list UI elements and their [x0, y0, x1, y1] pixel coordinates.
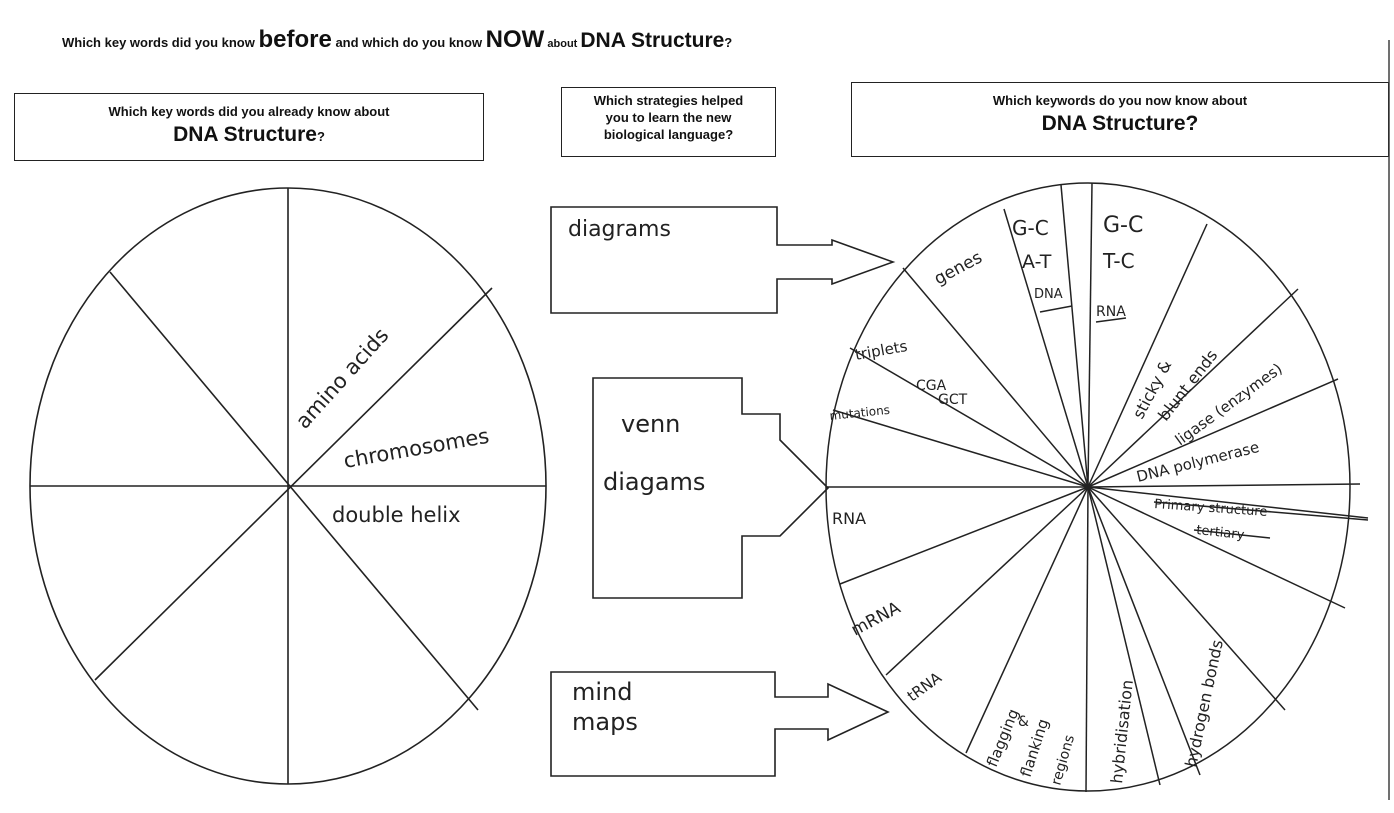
- title-question-mark: ?: [724, 35, 733, 50]
- strategy-arrows: [550, 206, 896, 777]
- strategies-prompt-line: Which strategies helped: [593, 93, 744, 108]
- strategy-diagrams-2: diagams: [603, 468, 705, 496]
- wheel-divider: [902, 267, 1089, 488]
- keyword-t-c: T-C: [1102, 249, 1135, 273]
- wheel-divider: [1087, 378, 1339, 488]
- wheel-divider: [1087, 486, 1286, 711]
- before-prompt-topic: DNA Structure: [173, 123, 317, 146]
- arrow-venn-diagrams: [592, 377, 830, 599]
- underline: [1039, 305, 1073, 313]
- keyword-hybridisation: hybridisation: [1107, 679, 1137, 785]
- title-part: about: [544, 38, 581, 50]
- wheel-divider: [1003, 208, 1089, 488]
- keyword-triplets: triplets: [854, 337, 909, 364]
- before-prompt-line: Which key words did you already know abo…: [108, 104, 390, 119]
- wheel-divider: [1087, 486, 1161, 786]
- now-prompt-line: Which keywords do you now know about: [992, 93, 1248, 108]
- keyword-amino-acids: amino acids: [291, 323, 393, 433]
- strategy-venn: venn: [621, 410, 680, 438]
- wheel-divider: [965, 486, 1089, 754]
- wheel-divider: [1087, 223, 1208, 488]
- keyword-double-helix: double helix: [332, 503, 461, 527]
- keyword-dna-polymerase: DNA polymerase: [1135, 438, 1261, 486]
- keyword-mrna: mRNA: [848, 598, 904, 641]
- wheel-center: [1083, 482, 1093, 492]
- keyword-rna-top: RNA: [1096, 304, 1126, 320]
- keyword-regions: regions: [1048, 733, 1078, 787]
- title-part: and which do you know: [331, 35, 486, 50]
- arrow-diagrams: [550, 206, 896, 314]
- keyword-a-t: A-T: [1022, 251, 1052, 273]
- before-wheel: [29, 187, 547, 785]
- now-prompt-box: Which keywords do you now know about DNA…: [851, 82, 1389, 157]
- before-prompt-question-mark: ?: [316, 129, 325, 144]
- wheel-divider: [885, 486, 1089, 676]
- wheel-divider: [1087, 486, 1201, 776]
- worksheet-title: Which key words did you know before and …: [62, 26, 732, 54]
- title-topic: DNA Structure: [580, 29, 725, 52]
- keyword-chromosomes: chromosomes: [342, 424, 491, 473]
- title-before: before: [258, 26, 332, 53]
- now-prompt-topic: DNA Structure?: [1041, 112, 1199, 135]
- keyword-ampersand: &: [1018, 714, 1029, 730]
- keyword-trna: tRNA: [904, 668, 946, 705]
- keyword-g-c-2: G-C: [1103, 213, 1143, 238]
- title-part: Which key words did you know: [62, 35, 259, 50]
- wheel-divider: [1087, 486, 1369, 519]
- strategy-maps: maps: [572, 708, 638, 736]
- keyword-genes: genes: [931, 248, 986, 290]
- now-wheel: [825, 182, 1369, 793]
- wheel-divider: [94, 287, 493, 681]
- strike-line: [1193, 529, 1271, 539]
- wheel-divider: [1087, 182, 1093, 488]
- keyword-gct: GCT: [938, 392, 968, 408]
- strategy-words: diagrams venn diagams mind maps: [568, 217, 705, 736]
- keyword-cga: CGA: [916, 378, 947, 394]
- wheel-divider: [1087, 288, 1299, 488]
- keyword-rna: RNA: [832, 509, 866, 528]
- wheel-divider: [109, 271, 479, 711]
- before-prompt-box: Which key words did you already know abo…: [14, 93, 484, 161]
- strategies-prompt-line: you to learn the new: [605, 110, 732, 125]
- strategies-prompt-line: biological language?: [603, 127, 734, 142]
- strategy-mind: mind: [572, 678, 633, 706]
- strategy-diagrams: diagrams: [568, 217, 671, 242]
- wheel-divider: [832, 409, 1089, 488]
- arrow-mind-maps: [550, 671, 890, 777]
- keyword-flagging: flagging: [983, 706, 1022, 769]
- keyword-g-c: G-C: [1012, 216, 1049, 240]
- keyword-mutations: mutations: [829, 403, 891, 423]
- wheel-divider: [1060, 184, 1089, 488]
- wheel-divider: [849, 347, 1089, 488]
- title-now: NOW: [485, 26, 545, 53]
- wheel-divider: [1087, 483, 1361, 488]
- keyword-crossed-out: Primary structure: [1154, 497, 1268, 520]
- wheel-divider: [839, 486, 1089, 585]
- wheel-divider: [1087, 486, 1346, 609]
- strike-line: [1153, 501, 1369, 521]
- wheel-divider: [1085, 486, 1089, 793]
- keyword-dna: DNA: [1034, 287, 1063, 302]
- underline: [1095, 317, 1127, 323]
- before-wheel-words: amino acids chromosomes double helix: [291, 323, 491, 527]
- strategies-prompt-box: Which strategies helped you to learn the…: [561, 87, 776, 157]
